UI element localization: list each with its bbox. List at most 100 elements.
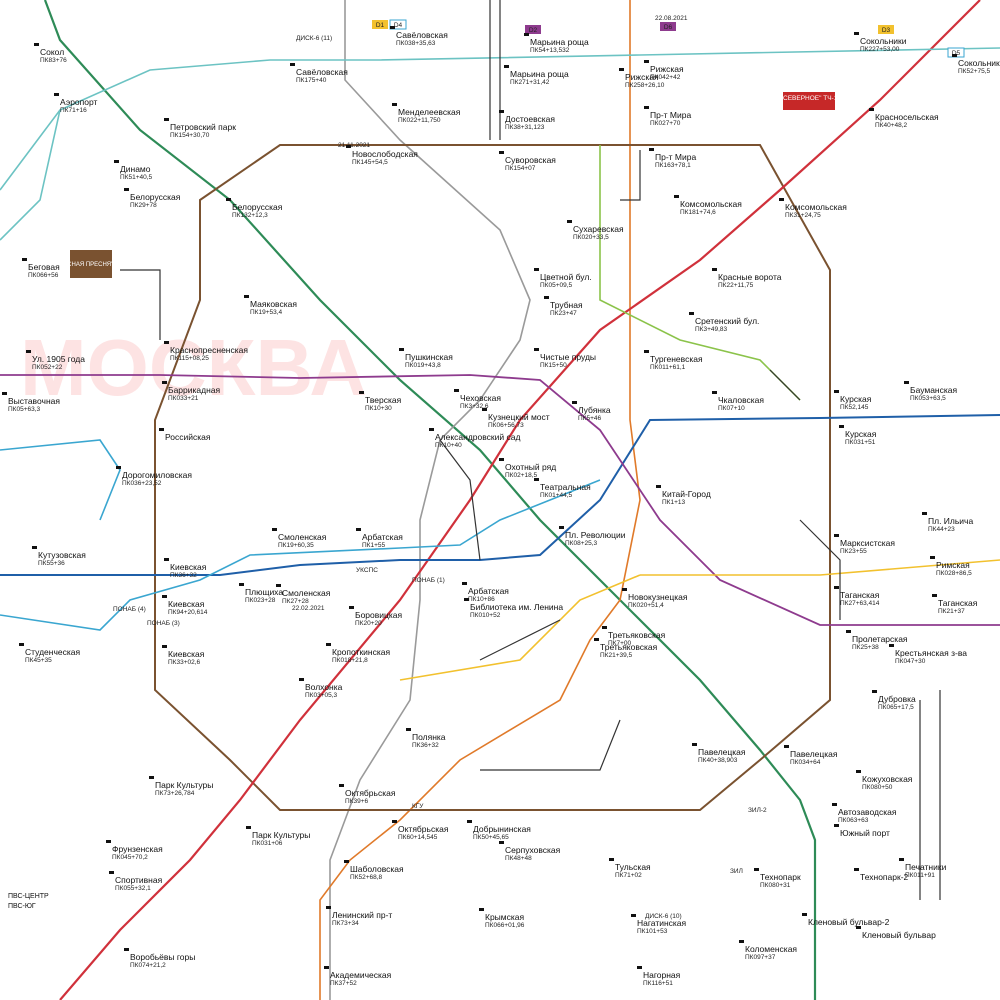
marker-label: ЗИЛ-2: [748, 807, 767, 814]
station-picket: ПК7+00: [608, 640, 631, 647]
platform-marker: [834, 586, 839, 589]
platform-marker: [644, 60, 649, 63]
platform-marker: [649, 148, 654, 151]
station-name: Комсомольская: [680, 199, 742, 209]
station-picket: ПК055+32,1: [115, 885, 151, 892]
station-name: Кленовый бульвар: [862, 930, 936, 940]
platform-marker: [602, 626, 607, 629]
station-picket: ПК05+09,5: [540, 282, 573, 289]
station-name: Цветной бул.: [540, 272, 592, 282]
platform-marker: [784, 745, 789, 748]
platform-marker: [692, 743, 697, 746]
station: Сретенский бул.ПК3+49,83: [689, 312, 759, 333]
station-picket: ПК08+25,3: [565, 540, 598, 547]
station-picket: ПК053+63,5: [910, 395, 946, 402]
station-picket: ПК54+13,532: [530, 47, 570, 54]
station-name: Тверская: [365, 395, 402, 405]
platform-marker: [106, 840, 111, 843]
line-filyovskaya: [0, 439, 601, 631]
station-picket: ПК1+55: [362, 542, 385, 549]
station-name: Пр-т Мира: [650, 110, 691, 120]
station-picket: ПК33+02,6: [168, 659, 201, 666]
station-name: Крестьянская з-ва: [895, 648, 967, 658]
station-name: Савёловская: [396, 30, 448, 40]
station-name: Сретенский бул.: [695, 316, 759, 326]
station-name: Комсомольская: [785, 202, 847, 212]
station-picket: ПК03+05,3: [305, 692, 338, 699]
station-picket: ПК011+91: [905, 872, 935, 879]
marker-label: ПОНАБ (4): [113, 606, 146, 613]
platform-marker: [594, 638, 599, 641]
platform-marker: [479, 908, 484, 911]
badge-d3: [878, 25, 894, 34]
station-name: Суворовская: [505, 155, 556, 165]
station-name: Рижская: [625, 72, 659, 82]
station-picket: ПК028+86,5: [936, 570, 972, 577]
badge-d6: [660, 22, 676, 31]
station-picket: ПК020+51,4: [628, 602, 664, 609]
platform-marker: [499, 458, 504, 461]
platform-marker: [619, 68, 624, 71]
station-picket: ПК163+78,1: [655, 162, 691, 169]
station-name: Библиотека им. Ленина: [470, 602, 563, 612]
date-label: 22.02.2021: [292, 605, 325, 612]
date-label: 22.08.2021: [655, 15, 688, 22]
station-picket: ПК036+23,52: [122, 480, 162, 487]
line-sokolnicheskaya: [59, 0, 981, 1000]
badge-d2-label: D2: [529, 27, 538, 34]
station-name: Автозаводская: [838, 807, 897, 817]
station-picket: ПК02+18,5: [505, 472, 538, 479]
platform-marker: [499, 151, 504, 154]
station-name: Спортивная: [115, 875, 163, 885]
station-picket: ПК031+06: [252, 840, 283, 847]
station-picket: ПК52+68,8: [350, 874, 383, 881]
station-name: Серпуховская: [505, 845, 561, 855]
station-picket: ПК066+01,96: [485, 922, 525, 929]
station-name: Охотный ряд: [505, 462, 556, 472]
station-picket: ПК10+30: [365, 405, 392, 412]
station-name: Курская: [845, 429, 877, 439]
platform-marker: [899, 858, 904, 861]
station-picket: ПК52,145: [840, 404, 869, 411]
platform-marker: [359, 391, 364, 394]
station-picket: ПК3+49,83: [695, 326, 728, 333]
station-name: Шаболовская: [350, 864, 404, 874]
station-picket: ПК132+12,3: [232, 212, 268, 219]
station-picket: ПК031+51: [845, 439, 876, 446]
station-name: Технопарк: [760, 872, 801, 882]
station-name: Кропоткинская: [332, 647, 390, 657]
station-name: Чистые пруды: [540, 352, 596, 362]
station-picket: ПК101+53: [637, 928, 668, 935]
badge-d4-label: D4: [394, 22, 403, 29]
station-name: Нагатинская: [637, 918, 687, 928]
station-picket: ПК36+32: [170, 572, 197, 579]
station-name: Сокольники: [958, 58, 1000, 68]
station-picket: ПК181+74,6: [680, 209, 716, 216]
platform-marker: [534, 348, 539, 351]
station-picket: ПК48+48: [505, 855, 532, 862]
platform-marker: [34, 43, 39, 46]
station-name: Третьяковская: [600, 642, 658, 652]
station-name: Выставочная: [8, 396, 60, 406]
platform-marker: [622, 588, 627, 591]
station-name: Ленинский пр-т: [332, 910, 392, 920]
platform-marker: [454, 389, 459, 392]
